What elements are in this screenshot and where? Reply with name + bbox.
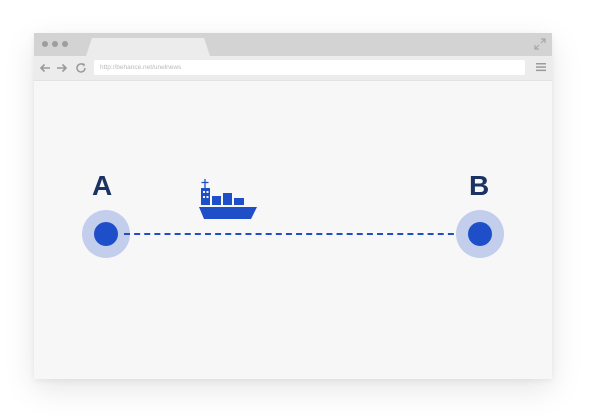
navigation-bar: http://behance.net/unelnews xyxy=(34,56,552,81)
address-bar[interactable]: http://behance.net/unelnews xyxy=(94,60,525,75)
origin-marker xyxy=(82,210,130,258)
reload-icon[interactable] xyxy=(74,61,88,75)
arrow-left-icon[interactable] xyxy=(38,61,52,75)
destination-label: B xyxy=(469,170,490,201)
origin-marker-core xyxy=(94,222,118,246)
browser-window: http://behance.net/unelnews A B xyxy=(34,33,552,379)
window-control-dot[interactable] xyxy=(62,41,68,47)
browser-tab[interactable] xyxy=(86,38,210,56)
destination-marker xyxy=(456,210,504,258)
cargo-ship-icon xyxy=(199,179,257,219)
route-line xyxy=(124,233,464,235)
origin-label: A xyxy=(92,170,113,201)
tab-bar xyxy=(34,33,552,56)
hamburger-menu-icon[interactable] xyxy=(536,62,546,72)
destination-marker-core xyxy=(468,222,492,246)
expand-icon[interactable] xyxy=(534,38,546,50)
window-control-dot[interactable] xyxy=(52,41,58,47)
page-content: A B xyxy=(34,81,552,379)
url-text: http://behance.net/unelnews xyxy=(100,64,182,71)
window-control-dot[interactable] xyxy=(42,41,48,47)
arrow-right-icon[interactable] xyxy=(55,61,69,75)
